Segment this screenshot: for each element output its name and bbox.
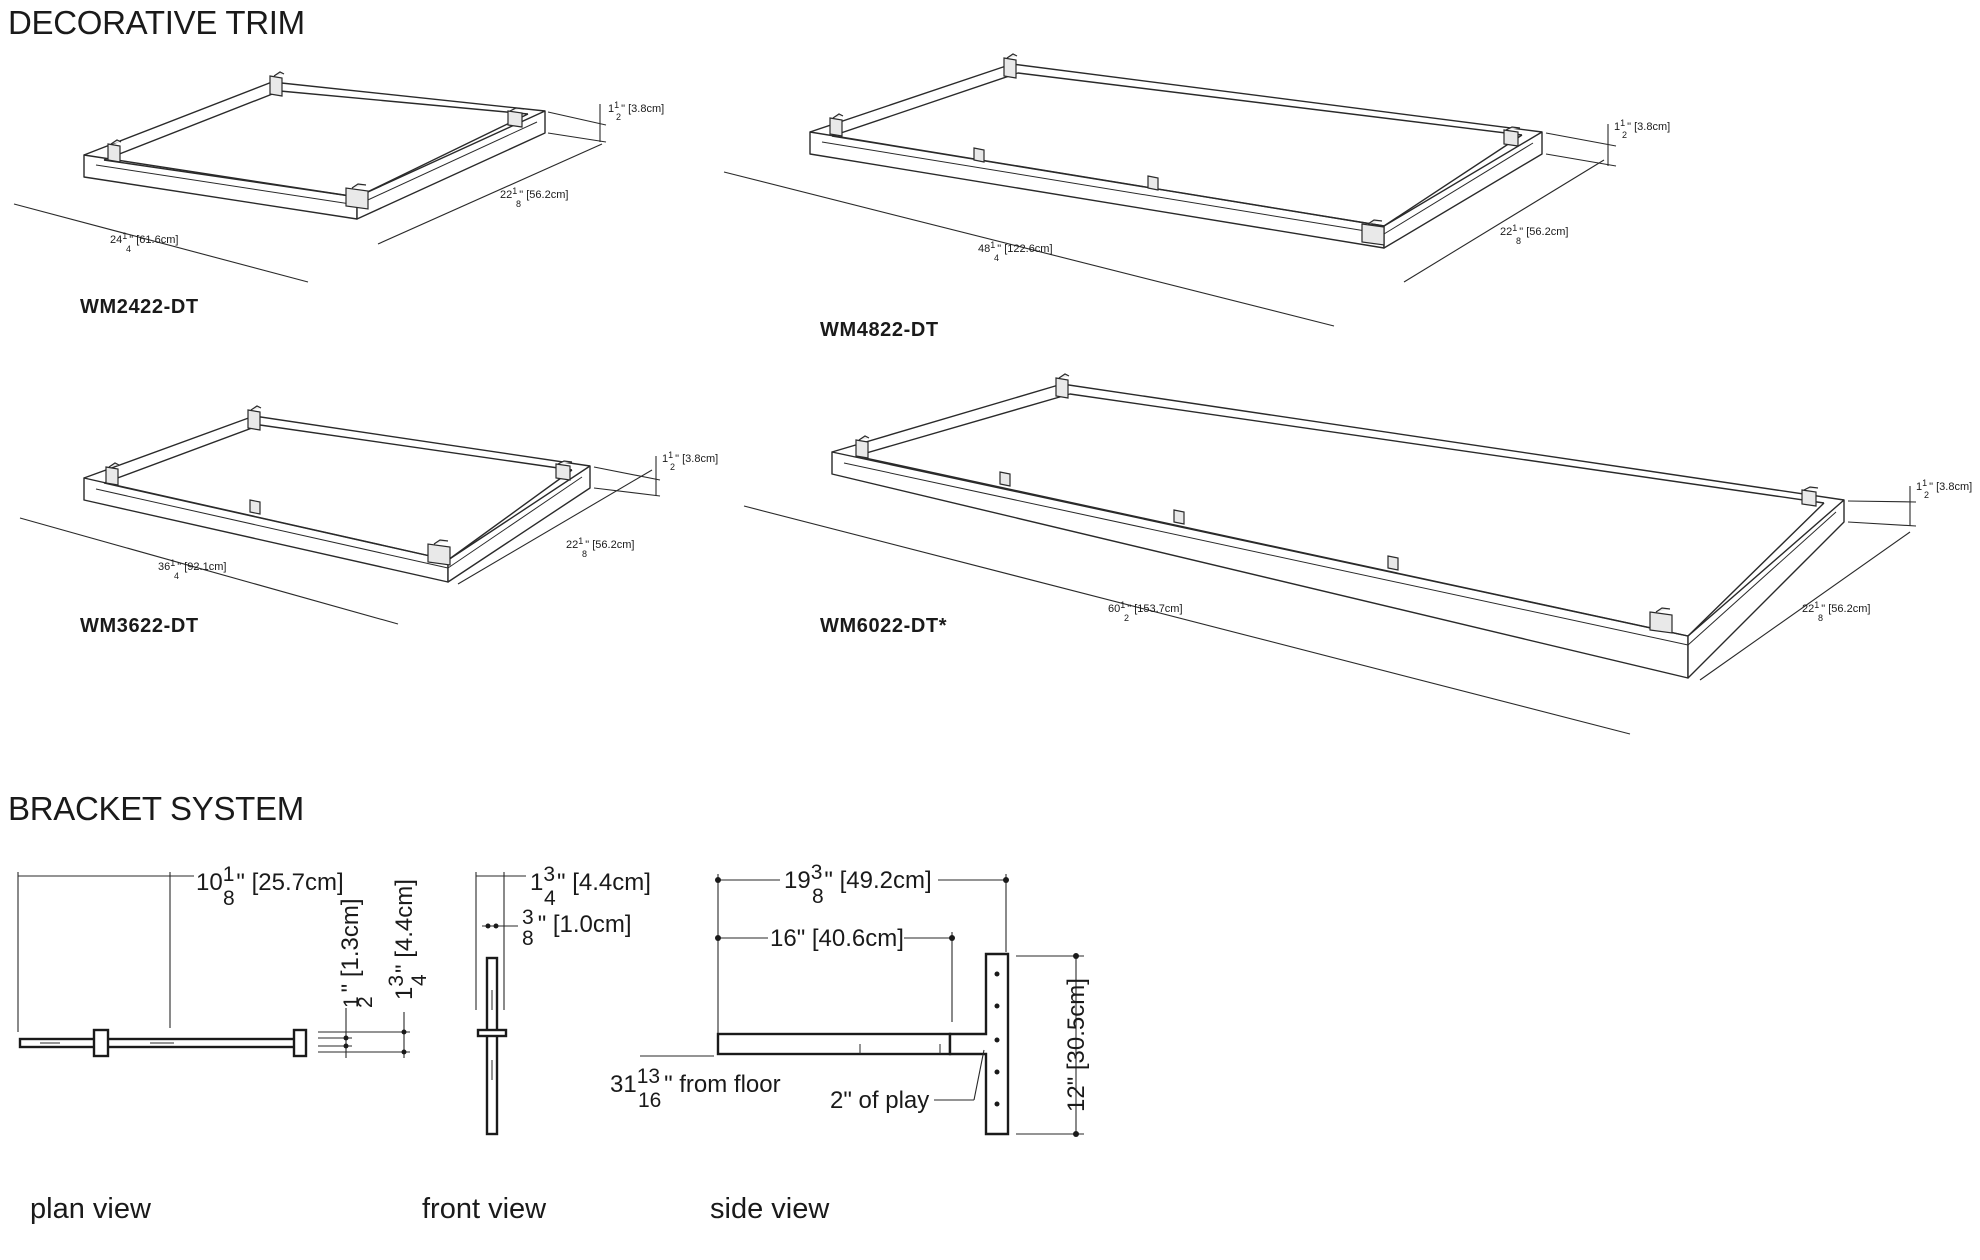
- bracket-clip: [1055, 373, 1070, 399]
- plan-height-den: 4: [408, 974, 431, 986]
- section-title-bracket-system: BRACKET SYSTEM: [8, 790, 304, 827]
- bracket-clip: [999, 471, 1011, 487]
- trim-height-frac-den: 2: [670, 462, 675, 472]
- bracket-side-arm: [716, 1032, 952, 1056]
- side-total-label: 193" [49.2cm]: [784, 861, 932, 894]
- trim-length-frac-den: 4: [994, 253, 999, 263]
- trim-wm4822-dimensions: 481" [122.6cm] 4 221" [56.2cm] 8 11" [3.…: [723, 118, 1670, 327]
- caption-side-view: side view: [710, 1193, 830, 1225]
- trim-depth-label: 221" [56.2cm]: [1500, 223, 1568, 238]
- bracket-clip: [973, 147, 985, 163]
- bracket-side-view: 193" [49.2cm] 8 16" [40.6cm] 12" [30.5cm…: [610, 861, 1090, 1137]
- bracket-clip: [1387, 555, 1399, 571]
- trim-depth-frac-den: 8: [1818, 613, 1823, 623]
- bracket-front-view: 13" [4.4cm] 4 3" [1.0cm] 8: [475, 863, 651, 1136]
- bracket-clip: [1649, 607, 1673, 634]
- bracket-side-plate: [948, 952, 1010, 1136]
- bracket-clip: [1503, 126, 1521, 147]
- trim-side-face: [447, 465, 591, 583]
- trim-wm4822-drawing: [809, 53, 1543, 249]
- trim-model-wm6022: WM6022-DT*: [820, 615, 947, 637]
- bracket-plan-view: 101" [25.7cm] 8 1" [1.3cm] 2 13" [4.4cm]…: [17, 863, 431, 1058]
- bracket-plan-end: [292, 1028, 308, 1058]
- caption-plan-view: plan view: [30, 1193, 152, 1225]
- front-thickness-label: 3" [1.0cm]: [522, 906, 632, 938]
- trim-model-wm4822: WM4822-DT: [820, 319, 939, 341]
- bracket-clip: [107, 139, 122, 163]
- bracket-clip: [247, 405, 262, 431]
- plan-height-label: 13" [4.4cm]: [385, 879, 418, 1000]
- front-width-label: 13" [4.4cm]: [530, 863, 651, 896]
- side-arm-label: 16" [40.6cm]: [770, 925, 904, 952]
- section-title-decorative-trim: DECORATIVE TRIM: [8, 4, 305, 41]
- trim-height-frac-den: 2: [1622, 130, 1627, 140]
- bracket-clip: [855, 435, 870, 459]
- bracket-clip: [1173, 509, 1185, 525]
- trim-model-wm3622: WM3622-DT: [80, 615, 199, 637]
- bracket-clip: [507, 107, 525, 128]
- trim-front-face: [83, 154, 358, 220]
- trim-wm2422-drawing: [83, 71, 546, 220]
- trim-side-face: [1687, 499, 1845, 679]
- trim-wm3622-dimensions: 361" [92.1cm] 4 221" [56.2cm] 8 11" [3.8…: [19, 450, 718, 625]
- trim-side-face: [356, 110, 546, 220]
- trim-depth-frac-den: 8: [582, 549, 587, 559]
- trim-height-label: 11" [3.8cm]: [662, 450, 718, 465]
- plan-thickness-label: 1" [1.3cm]: [337, 898, 364, 1008]
- trim-length-frac-den: 4: [126, 244, 131, 254]
- trim-depth-label: 221" [56.2cm]: [566, 536, 634, 551]
- bracket-clip: [105, 462, 120, 486]
- bracket-clip: [1361, 219, 1385, 246]
- plan-width-den: 8: [223, 887, 235, 910]
- bracket-clip: [1003, 53, 1018, 79]
- trim-wm3622-drawing: [83, 405, 591, 583]
- trim-depth-frac-den: 8: [516, 199, 521, 209]
- bracket-clip: [269, 71, 285, 97]
- plan-width-label: 101" [25.7cm]: [196, 863, 344, 896]
- bracket-clip: [249, 499, 261, 515]
- side-height-label: 12" [30.5cm]: [1063, 978, 1090, 1112]
- side-total-den: 8: [812, 885, 824, 908]
- side-floor-den: 16: [638, 1089, 661, 1112]
- trim-front-face: [831, 451, 1689, 679]
- bracket-clip: [345, 183, 369, 210]
- trim-length-label: 241" [61.6cm]: [110, 231, 178, 246]
- trim-height-label: 11" [3.8cm]: [608, 100, 664, 115]
- front-width-den: 4: [544, 887, 556, 910]
- trim-depth-label: 221" [56.2cm]: [500, 186, 568, 201]
- trim-height-label: 11" [3.8cm]: [1614, 118, 1670, 133]
- trim-length-label: 601" [153.7cm]: [1108, 600, 1183, 615]
- trim-height-frac-den: 2: [616, 112, 621, 122]
- trim-length-frac-den: 4: [174, 571, 179, 581]
- trim-wm6022-drawing: [831, 373, 1845, 679]
- trim-front-face: [809, 131, 1385, 249]
- bracket-front-bar: [485, 956, 499, 1136]
- trim-length-frac-den: 2: [1124, 613, 1129, 623]
- trim-model-wm2422: WM2422-DT: [80, 296, 199, 318]
- side-play-label: 2" of play: [830, 1087, 929, 1114]
- trim-depth-label: 221" [56.2cm]: [1802, 600, 1870, 615]
- bracket-clip: [1801, 486, 1819, 507]
- bracket-plan-plate: [92, 1028, 110, 1058]
- trim-length-label: 481" [122.6cm]: [978, 240, 1053, 255]
- bracket-clip: [555, 460, 573, 481]
- bracket-front-plate: [476, 1028, 508, 1038]
- trim-wm6022-dimensions: 601" [153.7cm] 2 221" [56.2cm] 8 11" [3.…: [743, 478, 1972, 735]
- trim-depth-frac-den: 8: [1516, 236, 1521, 246]
- bracket-clip: [1147, 175, 1159, 191]
- trim-front-face: [83, 477, 449, 583]
- side-floor-label: 3113" from floor: [610, 1065, 781, 1098]
- front-thickness-den: 8: [522, 927, 534, 950]
- trim-height-frac-den: 2: [1924, 490, 1929, 500]
- trim-wm2422-dimensions: 241" [61.6cm] 4 221" [56.2cm] 8 11" [3.8…: [13, 100, 664, 283]
- bracket-clip: [427, 539, 451, 566]
- bracket-clip: [829, 113, 844, 137]
- plan-thickness-den: 2: [354, 996, 377, 1008]
- caption-front-view: front view: [422, 1193, 547, 1225]
- trim-length-label: 361" [92.1cm]: [158, 558, 226, 573]
- trim-height-label: 11" [3.8cm]: [1916, 478, 1972, 493]
